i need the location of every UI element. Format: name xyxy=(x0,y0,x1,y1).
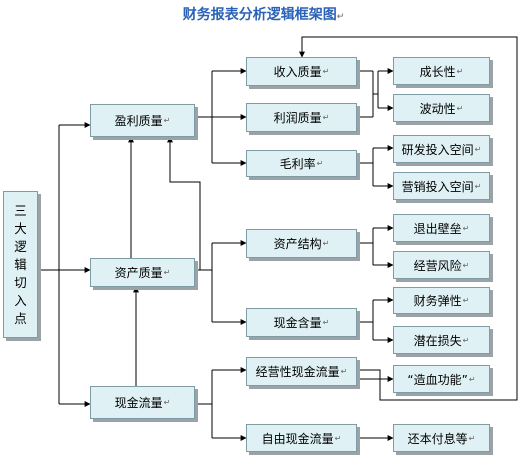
node-profit-quality: 盈利质量↵ xyxy=(90,104,195,137)
node-marketing-investment-space: 营销投入空间↵ xyxy=(393,172,490,200)
node-cash-content: 现金含量↵ xyxy=(246,308,357,337)
node-self-funding: “造血功能”↵ xyxy=(393,365,490,393)
arrow-feedback-loop xyxy=(299,36,518,401)
node-exit-barrier: 退出壁垒↵ xyxy=(393,214,490,242)
root-entry-points: 三 大 逻 辑 切 入 点 xyxy=(3,191,38,338)
node-operating-cash-flow: 经营性现金流量↵ xyxy=(246,357,357,386)
node-growth: 成长性↵ xyxy=(393,57,490,85)
node-operating-risk: 经营风险↵ xyxy=(393,251,490,279)
arrow-asset-loop-to-profit xyxy=(167,136,201,271)
node-profit-quality-sub: 利润质量↵ xyxy=(246,103,357,132)
node-asset-quality: 资产质量↵ xyxy=(90,258,195,287)
node-asset-structure: 资产结构↵ xyxy=(246,229,357,258)
diagram-title: 财务报表分析逻辑框架图↵ xyxy=(182,7,345,23)
node-potential-loss: 潜在损失↵ xyxy=(393,326,490,354)
node-financial-elasticity: 财务弹性↵ xyxy=(393,287,490,314)
node-debt-repayment: 还本付息等↵ xyxy=(393,424,490,452)
node-cash-flow: 现金流量↵ xyxy=(90,386,195,419)
node-rd-investment-space: 研发投入空间↵ xyxy=(393,135,490,163)
node-volatility: 波动性↵ xyxy=(393,94,490,122)
node-free-cash-flow: 自由现金流量↵ xyxy=(246,424,357,452)
node-gross-margin: 毛利率↵ xyxy=(246,150,357,177)
node-revenue-quality: 收入质量↵ xyxy=(246,57,357,86)
